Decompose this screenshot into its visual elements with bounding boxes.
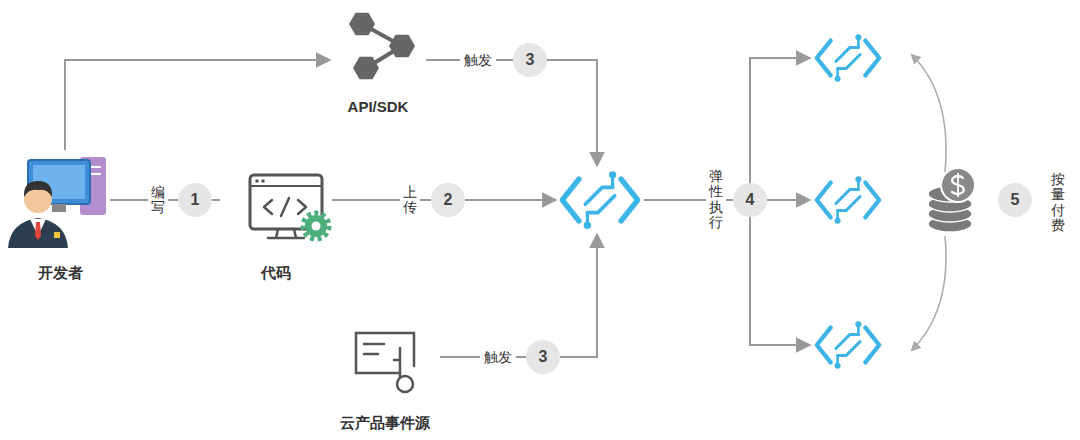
connector-arrow: [426, 60, 597, 166]
api-sdk-icon: [349, 13, 415, 80]
function-instance: [810, 30, 886, 86]
function-instance: [810, 317, 886, 373]
hexagon-shape: [349, 13, 375, 36]
node-caption: 代码: [220, 264, 332, 282]
step-label: 按量付费: [1048, 168, 1068, 238]
edge-label: 编写: [148, 181, 168, 220]
connector-arrow: [65, 60, 330, 150]
developer-icon: [8, 157, 106, 248]
edge-label: 触发: [460, 49, 496, 72]
hexagon-shape: [353, 57, 379, 80]
billing-arc: [912, 55, 946, 172]
event-source-node: 云产品事件源: [330, 328, 440, 432]
developer-node: 开发者: [10, 150, 110, 282]
code-icon: [250, 175, 329, 239]
coins-icon: [928, 168, 975, 232]
edge-label: 上传: [400, 181, 420, 220]
callout-number: 5: [998, 183, 1032, 217]
function-icon: [562, 171, 638, 229]
function-instance-icon: [817, 34, 879, 82]
callout-number: 1: [178, 183, 212, 217]
billing-arc: [912, 236, 946, 350]
callout-number: 3: [513, 43, 547, 77]
function-instance: [810, 172, 886, 228]
node-caption: API/SDK: [330, 98, 426, 116]
callout-number: 4: [733, 183, 767, 217]
node-caption: 云产品事件源: [330, 414, 440, 432]
api-sdk-node: API/SDK: [330, 10, 426, 116]
function-node: [556, 166, 644, 234]
code-node: 代码: [220, 170, 332, 282]
callout-number: 2: [431, 183, 465, 217]
connector-arrow: [440, 234, 597, 357]
event-source-icon: [356, 333, 414, 392]
function-instance-icon: [817, 176, 879, 224]
edge-label: 触发: [480, 346, 516, 369]
node-caption: 开发者: [10, 264, 110, 282]
connector-arrow: [644, 200, 810, 345]
step-label: 弹性执行: [706, 165, 726, 235]
hexagon-shape: [389, 35, 415, 58]
function-instance-icon: [817, 321, 879, 369]
callout-number: 3: [526, 340, 560, 374]
connector-arrow: [644, 58, 810, 200]
